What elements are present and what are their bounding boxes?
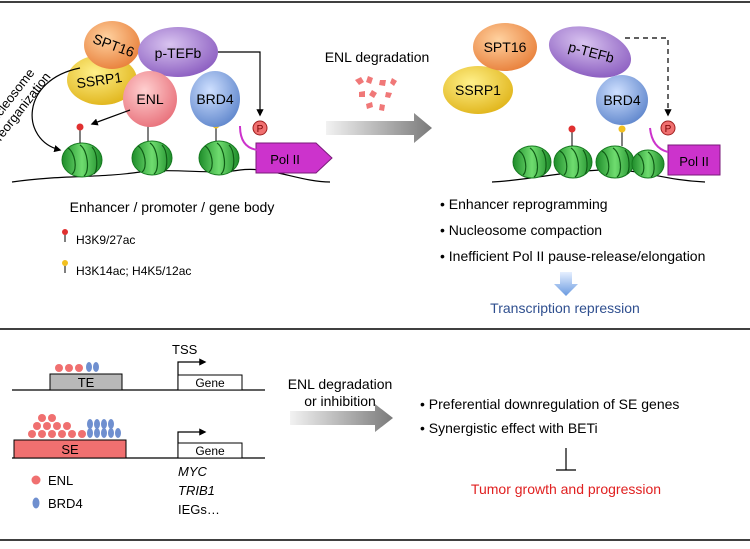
- ssrp1-protein-right: [443, 66, 513, 114]
- bottom-left-schematic: TSS TE Gene SE Gene MYC TRIB1 IEGs…: [12, 342, 265, 517]
- outcome-pol2: • Inefficient Pol II pause-release/elong…: [440, 248, 705, 264]
- down-arrow: [554, 272, 578, 296]
- brd4-protein: [190, 71, 240, 127]
- pol2-label-right: Pol II: [679, 154, 709, 169]
- legend-enl-label: ENL: [48, 473, 73, 488]
- transcription-repression: Transcription repression: [490, 300, 640, 316]
- enl-protein: [123, 71, 177, 127]
- reorganization-arrow: [31, 67, 81, 153]
- ptefb-to-pol2-arrow: [218, 51, 264, 117]
- bottom-process-arrow: [290, 404, 393, 432]
- tss-label: TSS: [172, 342, 198, 357]
- h3k27ac-mark-right: [568, 125, 576, 133]
- top-process-arrow: [326, 113, 432, 143]
- outcome-beti-synergy: • Synergistic effect with BETi: [420, 420, 598, 436]
- bottom-arrow-label-2: or inhibition: [304, 393, 376, 409]
- gene-label-te: Gene: [195, 376, 225, 390]
- ptefb-label: p-TEFb: [155, 45, 202, 61]
- te-box: [49, 373, 123, 391]
- top-left-schematic: Nucleosome reorganization Pol II: [0, 21, 333, 278]
- se-marks: [28, 414, 121, 438]
- brd4-label: BRD4: [196, 91, 234, 107]
- bottom-arrow-label-1: ENL degradation: [288, 376, 393, 392]
- h4ac-mark-right: [618, 125, 626, 133]
- ptefb-dashed-arrow: [625, 37, 672, 117]
- gene-iegs: IEGs…: [178, 502, 220, 517]
- phospho-badge-right: [660, 120, 676, 136]
- top-arrow-group: ENL degradation: [325, 49, 432, 143]
- te-marks: [55, 362, 99, 372]
- nucleosome-r4: [631, 149, 665, 179]
- gene-trib1: TRIB1: [178, 483, 215, 498]
- nucleosome-r2: [553, 145, 593, 179]
- brd4-protein-right: [596, 75, 648, 125]
- bottom-right-group: ENL degradation or inhibition • Preferen…: [288, 376, 680, 497]
- ptefb-protein-right: [548, 26, 632, 78]
- legend-mark2-label: H3K14ac; H4K5/12ac: [76, 264, 191, 278]
- legend-mark1-label: H3K9/27ac: [76, 233, 135, 247]
- legend-brd4-label: BRD4: [48, 496, 83, 511]
- legend-red-mark: [62, 229, 68, 235]
- pol2-shape: [255, 142, 333, 174]
- nucleosome-1: [61, 142, 103, 178]
- ssrp1-label-right: SSRP1: [455, 82, 501, 98]
- te-label: TE: [78, 375, 95, 390]
- nucleosome-3: [198, 140, 240, 176]
- ssrp1-label: SSRP1: [75, 69, 123, 91]
- pol2-shape-right: [667, 144, 721, 176]
- pol2-ctd-right: [649, 127, 669, 153]
- h3k27ac-mark: [76, 123, 84, 131]
- gene-box-te: [177, 374, 243, 391]
- tumor-growth-label: Tumor growth and progression: [471, 481, 661, 497]
- nucleosome-reorganization-label: Nucleosome reorganization: [0, 60, 54, 143]
- enl-degradation-label: ENL degradation: [325, 49, 430, 65]
- outcome-compaction: • Nucleosome compaction: [440, 222, 602, 238]
- nucleosome-2: [131, 140, 173, 176]
- phospho-label: P: [257, 124, 264, 135]
- gene-myc: MYC: [178, 464, 208, 479]
- spt16-protein-right: [473, 23, 537, 71]
- outcome-se-downregulation: • Preferential downregulation of SE gene…: [420, 396, 679, 412]
- gene-label-se: Gene: [195, 444, 225, 458]
- enl-to-histone-arrow: [90, 109, 131, 126]
- degraded-fragments: [355, 76, 397, 111]
- se-box: [13, 439, 127, 459]
- brd4-label-right: BRD4: [603, 92, 641, 108]
- top-right-schematic: Pol II SSRP1 SPT16 p-TEFb BRD4: [440, 23, 721, 316]
- region-label: Enhancer / promoter / gene body: [70, 199, 275, 215]
- legend-enl-dot: [31, 475, 41, 485]
- phospho-badge: [252, 120, 268, 136]
- gene-box-se: [177, 442, 243, 459]
- legend-brd4-dot: [32, 497, 40, 509]
- legend-yellow-mark: [62, 260, 68, 266]
- phospho-label-right: P: [665, 124, 672, 135]
- se-label: SE: [61, 442, 79, 457]
- pol2-ctd: [239, 125, 259, 151]
- ptefb-protein: [138, 27, 218, 77]
- nucleosome-r3: [595, 145, 635, 179]
- pol2-label: Pol II: [270, 152, 300, 167]
- enl-label: ENL: [136, 91, 163, 107]
- nucleosome-r1: [512, 145, 552, 179]
- spt16-protein: [84, 21, 140, 69]
- outcome-enhancer: • Enhancer reprogramming: [440, 196, 608, 212]
- spt16-label-right: SPT16: [484, 39, 527, 55]
